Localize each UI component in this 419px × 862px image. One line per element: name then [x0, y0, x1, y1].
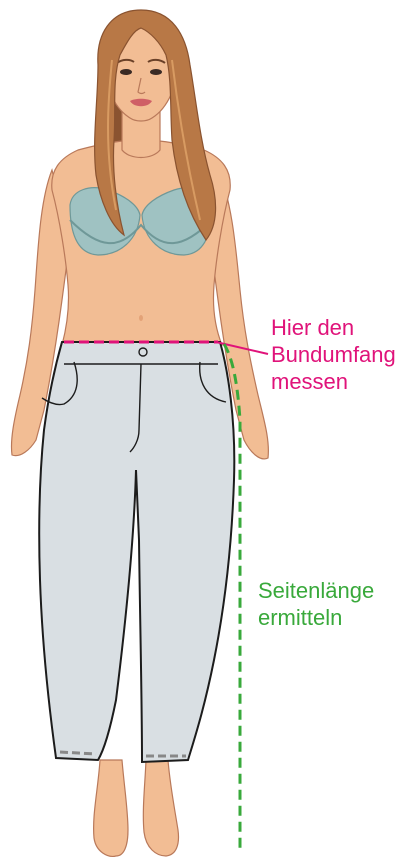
- navel: [139, 315, 143, 321]
- left-foot: [94, 760, 128, 856]
- waist-label-line-1: Hier den: [271, 314, 396, 341]
- waist-label-line-2: Bundumfang: [271, 341, 396, 368]
- left-eye: [120, 69, 132, 75]
- side-length-label: Seitenlänge ermitteln: [258, 577, 374, 631]
- side-label-line-2: ermitteln: [258, 604, 374, 631]
- right-foot: [143, 760, 178, 856]
- side-label-line-1: Seitenlänge: [258, 577, 374, 604]
- right-eye: [150, 69, 162, 75]
- waist-label-line-3: messen: [271, 368, 396, 395]
- jeans-button: [139, 348, 147, 356]
- jeans: [39, 342, 234, 762]
- left-hem: [60, 752, 96, 754]
- waist-measure-label: Hier den Bundumfang messen: [271, 314, 396, 395]
